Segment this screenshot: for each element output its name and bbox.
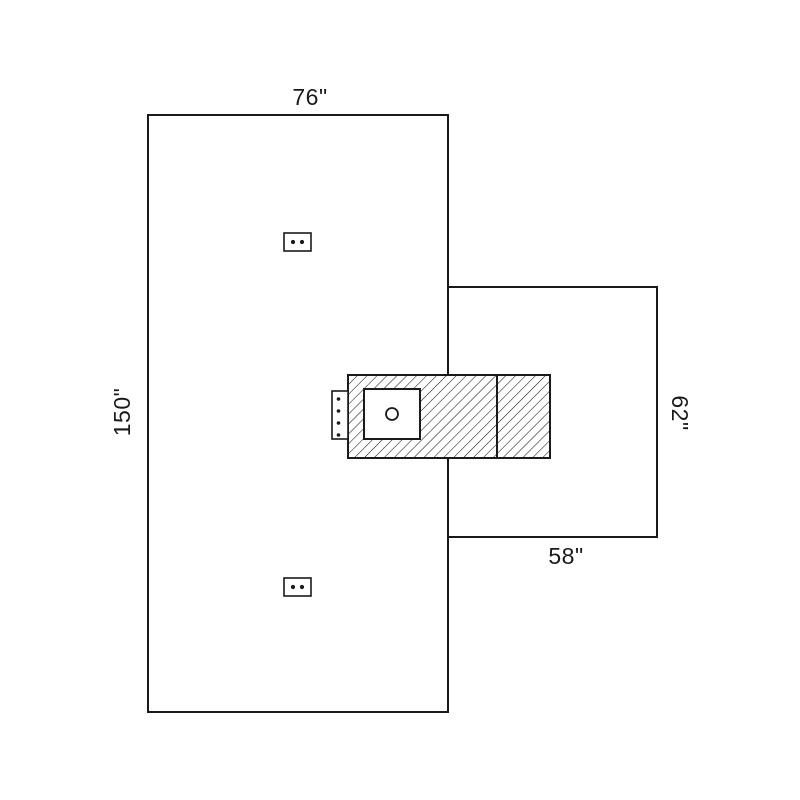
strip-hole [336, 421, 341, 425]
tab-hole [299, 584, 305, 590]
dimension-label-main-height: 150" [109, 388, 135, 437]
dimension-label-side-height: 62" [667, 395, 693, 430]
strip-outline [331, 390, 349, 440]
fenestration-hole [385, 407, 399, 421]
tab-outline [283, 577, 312, 597]
reinforcement-area [331, 374, 551, 459]
strip-hole [336, 433, 341, 437]
tube-holder-tab-upper [283, 232, 312, 252]
tab-hole [290, 239, 296, 245]
line-organizer-strip [331, 390, 349, 440]
strip-hole [336, 409, 341, 413]
tab-hole [290, 584, 296, 590]
dimension-label-main-width: 76" [292, 84, 327, 110]
dimension-label-side-width: 58" [548, 543, 583, 569]
tab-hole [299, 239, 305, 245]
strip-hole [336, 397, 341, 401]
reinforcement-flap [496, 374, 551, 459]
tab-outline [283, 232, 312, 252]
tube-holder-tab-lower [283, 577, 312, 597]
